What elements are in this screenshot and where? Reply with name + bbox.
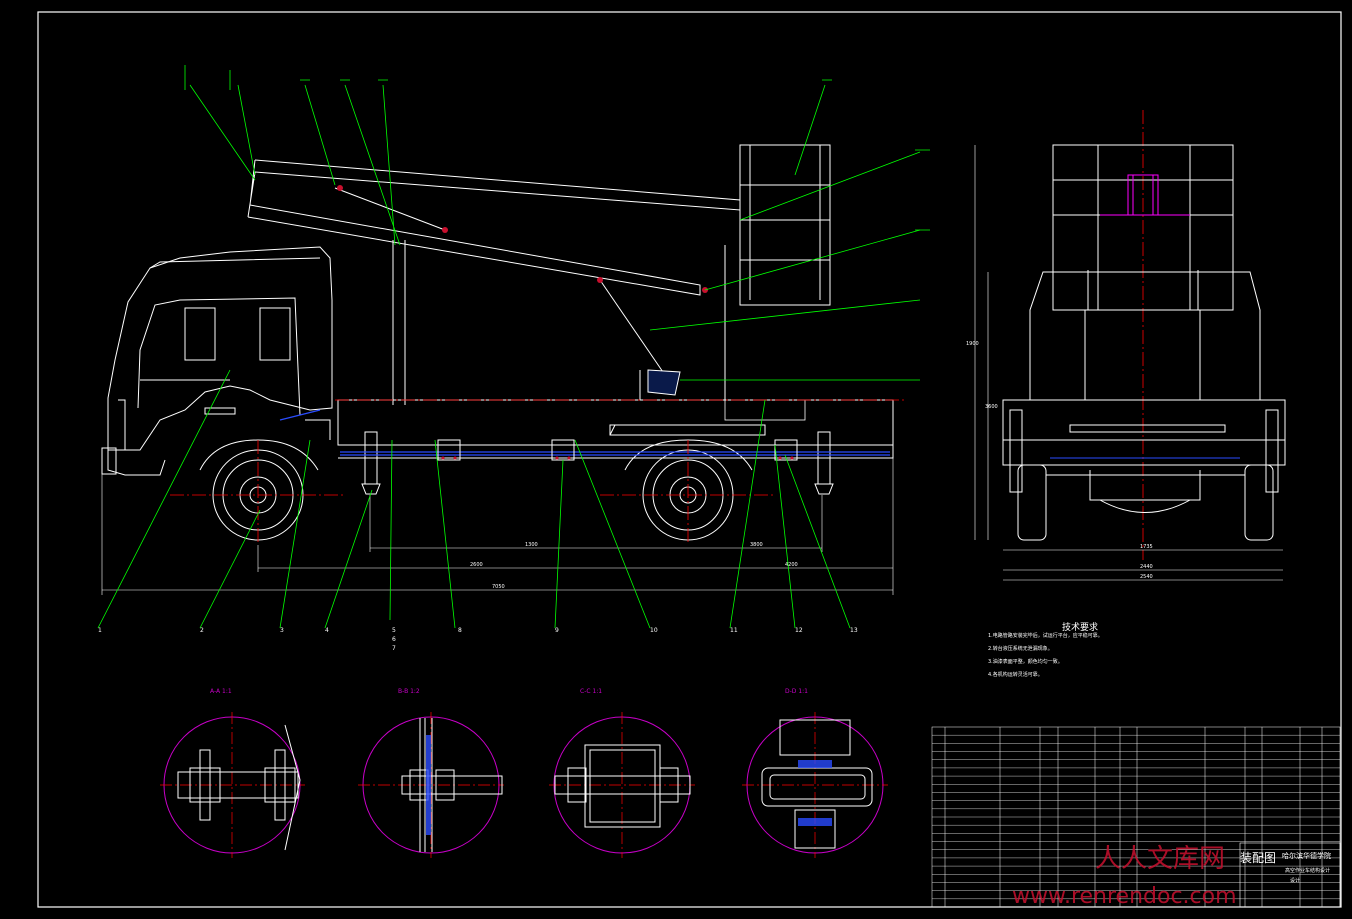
- chassis-hidden-lines: [279, 409, 890, 456]
- section-labels: A-A 1:1 B-B 1:2 C-C 1:1 D-D 1:1: [210, 688, 808, 695]
- drawing-border: [37, 11, 1342, 908]
- section-details: [177, 718, 873, 852]
- callout-13: 13: [850, 627, 858, 634]
- section-label-cc: C-C 1:1: [580, 688, 602, 695]
- section-label-bb: B-B 1:2: [398, 688, 420, 695]
- title-block: [1239, 842, 1341, 908]
- callout-3: 3: [280, 627, 284, 634]
- callout-11: 11: [730, 627, 738, 634]
- dim-1735: 1735: [1140, 544, 1153, 550]
- callout-9: 9: [555, 627, 559, 634]
- truck-side-view: [101, 144, 894, 541]
- parts-list-rows: [932, 734, 1340, 900]
- section-center-lines: [160, 712, 888, 858]
- dim-texts: 7050 2600 1300 3800 4200 1735 2440 2540 …: [470, 341, 1153, 590]
- center-lines: [170, 110, 1144, 560]
- callout-5: 5: [392, 627, 396, 634]
- tech-requirements-title: 技术要求: [1061, 623, 1098, 633]
- tech-line-1: 1.电路管路安装完毕后，试运行平台，应平稳可靠。: [988, 633, 1103, 639]
- dimension-lines: [101, 145, 1283, 595]
- dim-2600: 2600: [470, 562, 483, 568]
- dim-7050: 7050: [492, 584, 505, 590]
- watermark-url: www.renrendoc.com: [1012, 884, 1237, 909]
- school-name: 哈尔滨华德学院: [1282, 851, 1331, 860]
- dim-1900: 1900: [966, 341, 979, 347]
- callout-4: 4: [325, 627, 329, 634]
- project-name: 高空作业车结构设计: [1285, 867, 1330, 874]
- red-markers: [337, 185, 798, 461]
- dim-3800: 3800: [750, 542, 763, 548]
- callout-8: 8: [458, 627, 462, 634]
- dim-4200: 4200: [785, 562, 798, 568]
- callout-10: 10: [650, 627, 658, 634]
- callout-7: 7: [392, 645, 396, 652]
- tech-line-4: 4.各机构运转灵活可靠。: [988, 672, 1043, 678]
- section-label-aa: A-A 1:1: [210, 688, 232, 695]
- dim-3600: 3600: [985, 404, 998, 410]
- tech-line-2: 2.转台液压系统无泄漏现象。: [988, 646, 1053, 652]
- callout-12: 12: [795, 627, 803, 634]
- watermark-cn: 人人文库网: [1095, 844, 1226, 874]
- callout-2: 2: [200, 627, 204, 634]
- truck-front-view: [1002, 144, 1286, 541]
- tech-line-3: 3.油漆表面平整，颜色均匀一致。: [988, 659, 1063, 665]
- dim-2440: 2440: [1140, 564, 1153, 570]
- callout-6: 6: [392, 636, 396, 643]
- drawing-name: 装配图: [1240, 851, 1276, 865]
- part-callouts: 1 2 3 4 5 6 7 8 9 10 11 12 13: [98, 627, 858, 652]
- design-label: 设计: [1290, 877, 1300, 884]
- dim-1300: 1300: [525, 542, 538, 548]
- section-label-dd: D-D 1:1: [785, 688, 808, 695]
- table-green-text: [950, 730, 990, 900]
- leader-lines: [97, 65, 930, 629]
- dim-2540: 2540: [1140, 574, 1153, 580]
- callout-1: 1: [98, 627, 102, 634]
- front-accent: [1100, 174, 1190, 216]
